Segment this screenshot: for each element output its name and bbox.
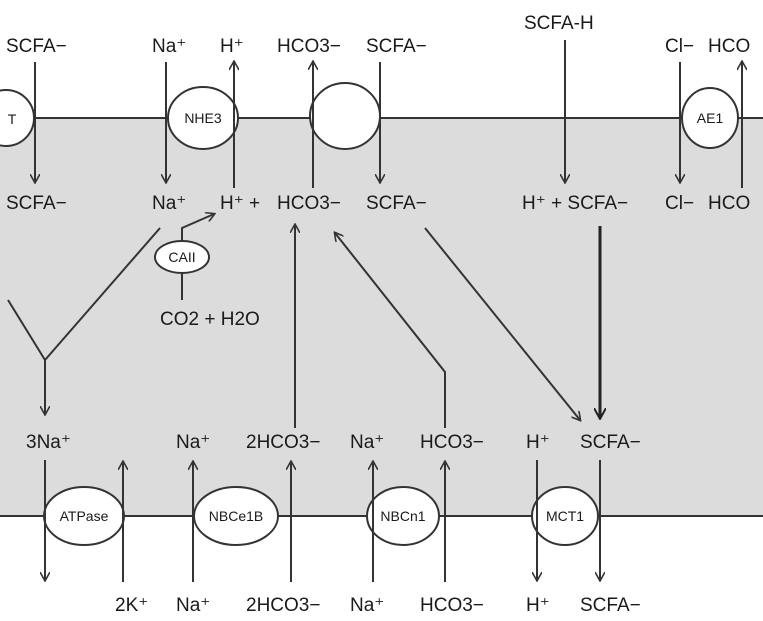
transporter-nhe3: NHE3 — [167, 86, 239, 150]
bottom-h: H⁺ — [526, 595, 550, 616]
cell-hco-right: HCO — [708, 193, 750, 214]
transporter-blank — [309, 82, 381, 150]
svg-text:NBCn1: NBCn1 — [380, 508, 425, 524]
cell-3na: 3Na⁺ — [26, 432, 71, 453]
top-hco3: HCO3− — [277, 36, 341, 57]
top-cl: Cl− — [665, 36, 694, 57]
cell-co2-h2o: CO2 + H2O — [160, 309, 260, 330]
svg-text:NHE3: NHE3 — [184, 110, 222, 126]
top-scfa-mid: SCFA− — [366, 36, 427, 57]
enzyme-caii: CAII — [154, 240, 210, 274]
cell-h-plus-scfa: H⁺ + SCFA− — [522, 193, 628, 214]
bottom-hco3: HCO3− — [420, 595, 484, 616]
bottom-scfa: SCFA− — [580, 595, 641, 616]
line-scfa-v — [7, 299, 46, 361]
transporter-ae1: AE1 — [681, 87, 739, 149]
cell-h-b: H⁺ — [526, 432, 550, 453]
cell-scfa-left: SCFA− — [6, 193, 67, 214]
top-scfa-h: SCFA-H — [524, 13, 594, 34]
transporter-nbcn1: NBCn1 — [366, 486, 440, 546]
top-scfa-left: SCFA− — [6, 36, 67, 57]
cell-na: Na⁺ — [152, 193, 186, 214]
top-na: Na⁺ — [152, 36, 186, 57]
cell-h-plus: H⁺ + — [220, 193, 260, 214]
line-na-v — [44, 227, 161, 361]
transporter-nbce1b: NBCe1B — [193, 486, 279, 546]
cell-cl: Cl− — [665, 193, 694, 214]
cell-2hco3: 2HCO3− — [246, 432, 320, 453]
cell-na-c: Na⁺ — [350, 432, 384, 453]
svg-text:ATPase: ATPase — [60, 508, 109, 524]
bottom-na-a: Na⁺ — [176, 595, 210, 616]
top-h: H⁺ — [220, 36, 244, 57]
arrow-caii-h — [181, 214, 214, 241]
transporter-mct1: MCT1 — [531, 486, 599, 546]
svg-text:T: T — [8, 111, 17, 127]
cell-hco3-b: HCO3− — [420, 432, 484, 453]
bottom-2hco3: 2HCO3− — [246, 595, 320, 616]
cell-interior — [0, 118, 763, 516]
top-hco-right: HCO — [708, 36, 750, 57]
cell-scfa-mid: SCFA− — [366, 193, 427, 214]
svg-text:AE1: AE1 — [697, 110, 724, 126]
svg-text:CAII: CAII — [168, 249, 195, 265]
arrow-hco3-nbcn1 — [335, 233, 446, 428]
svg-text:MCT1: MCT1 — [546, 508, 584, 524]
cell-scfa-b: SCFA− — [580, 432, 641, 453]
bottom-na-b: Na⁺ — [350, 595, 384, 616]
svg-text:NBCe1B: NBCe1B — [209, 508, 263, 524]
cell-hco3: HCO3− — [277, 193, 341, 214]
bottom-2k: 2K⁺ — [115, 595, 148, 616]
arrow-scfa-diag — [424, 227, 580, 420]
cell-na-b: Na⁺ — [176, 432, 210, 453]
transporter-atpase: ATPase — [43, 486, 125, 546]
